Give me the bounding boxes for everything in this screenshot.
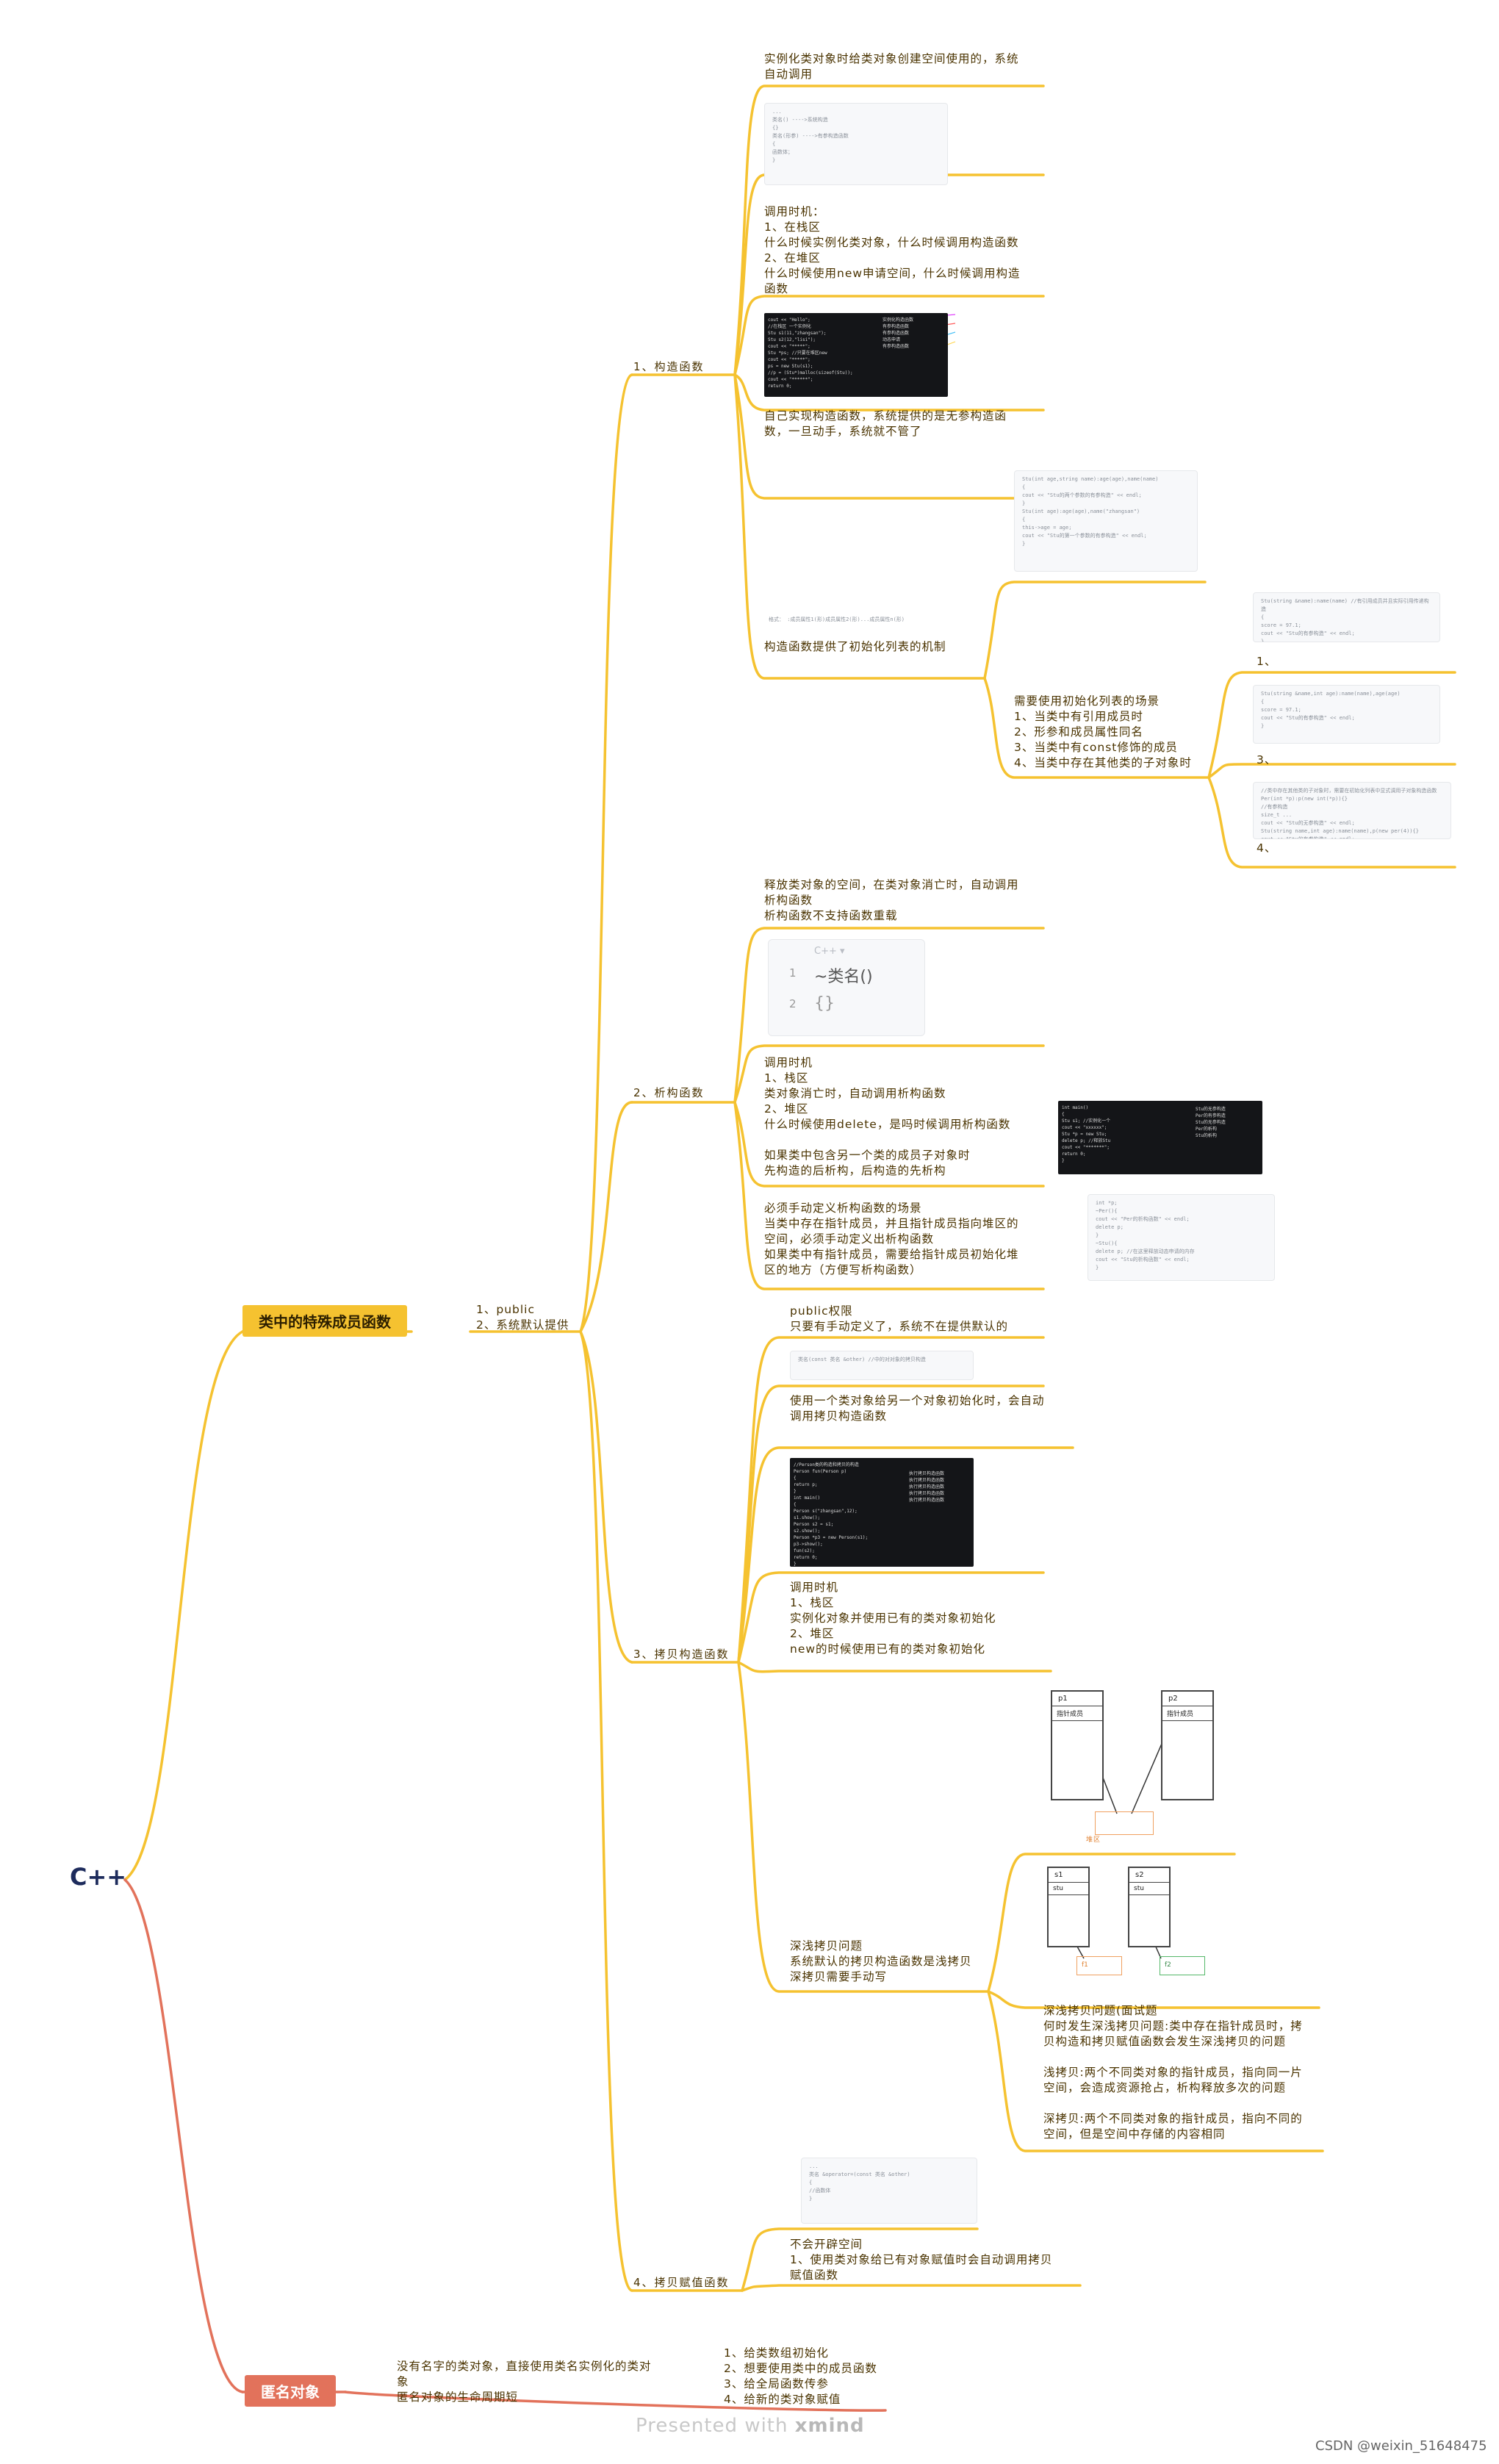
dtor-code-block: C++ ▾ 1 ~类名() 2 {} — [768, 939, 925, 1036]
scene-tag-3: 3、 — [1257, 753, 1277, 766]
diagram2-object-s2: s2 stu — [1128, 1867, 1171, 1947]
dtor-code-line-2: {} — [814, 994, 835, 1013]
dtor-must-define: 必须手动定义析构函数的场景 当类中存在指针成员，并且指针成员指向堆区的 空间，必… — [764, 1202, 1019, 1276]
copy-dark-code: //Person类的构造和拷贝的构造 Person fun(Person p) … — [790, 1458, 974, 1567]
csdn-credit: CSDN @weixin_51648475 — [1315, 2438, 1487, 2454]
diagram1-ptr-member-2: 指针成员 — [1162, 1706, 1212, 1721]
topic-copy-constructor[interactable]: 3、拷贝构造函数 — [633, 1648, 730, 1661]
copy-access: public权限 只要有手动定义了，系统不在提供默认的 — [790, 1304, 1009, 1333]
diagram2-heap-1: f1 — [1076, 1956, 1122, 1975]
ctor-syntax-code: ... 类名() ---->系统构造 {} 类名(形参) ---->有参构造函数… — [764, 103, 948, 185]
diagram1-heap — [1095, 1811, 1154, 1835]
diagram2-object-s1: s1 stu — [1047, 1867, 1090, 1947]
ctor-timing: 调用时机： 1、在栈区 什么时候实例化类对象，什么时候调用构造函数 2、在堆区 … — [764, 205, 1021, 295]
dtor-dark-code: int main() { Stu s1; //实例化一个 cout << "xx… — [1058, 1101, 1262, 1174]
scene-tag-4: 4、 — [1257, 841, 1277, 855]
root-node[interactable]: C++ — [70, 1863, 127, 1891]
dtor-code: int *p; ~Per(){ cout << "Per的析构函数" << en… — [1088, 1194, 1275, 1281]
diagram1-label-p1: p1 — [1052, 1692, 1102, 1706]
anon-description: 没有名字的类对象，直接使用类名实例化的类对 象 匿名对象的生命周期短 — [397, 2360, 652, 2404]
assign-code: ... 类名 &operator=(const 类名 &other) { //函… — [801, 2158, 977, 2224]
ctor-purpose: 实例化类对象时给类对象创建空间使用的，系统 自动调用 — [764, 52, 1019, 81]
ctor-init-code: Stu(int age,string name):age(age),name(n… — [1014, 470, 1198, 572]
copy-shallow-deep: 深浅拷贝问题 系统默认的拷贝构造函数是浅拷贝 深拷贝需要手动写 — [790, 1939, 972, 1983]
diagram1-heap-label: 堆区 — [1086, 1836, 1101, 1844]
init-list-scenes: 需要使用初始化列表的场景 1、当类中有引用成员时 2、形参和成员属性同名 3、当… — [1014, 694, 1192, 769]
diagram2-label-s2: s2 — [1129, 1868, 1169, 1883]
scene-tag-1: 1、 — [1257, 655, 1277, 668]
diagram2-member-s2: stu — [1129, 1883, 1169, 1895]
diagram2-label-s1: s1 — [1049, 1868, 1088, 1883]
diagram1-label-p2: p2 — [1162, 1692, 1212, 1706]
special-note: 1、public 2、系统默认提供 — [476, 1303, 569, 1332]
branch-special-members[interactable]: 类中的特殊成员函数 — [242, 1305, 407, 1337]
diagram2-heap-2: f2 — [1160, 1956, 1205, 1975]
copy-interview: 深浅拷贝问题(面试题 何时发生深浅拷贝问题:类中存在指针成员时，拷 贝构造和拷贝… — [1043, 2004, 1303, 2141]
watermark-brand: xmind — [794, 2415, 865, 2437]
copy-usage: 使用一个类对象给另一个对象初始化时，会自动 调用拷贝构造函数 — [790, 1394, 1045, 1423]
ctor-dark-notes: 实例化构造函数 有参构造函数 有参构造函数 动态申请 有参构造函数 — [882, 317, 914, 349]
scene-code-subobject: //类中存在其他类的子对象时，需要在初始化列表中显式调用子对象构造函数 Per(… — [1253, 782, 1451, 839]
assign-note: 不会开辟空间 1、使用类对象给已有对象赋值时会自动调用拷贝 赋值函数 — [790, 2238, 1053, 2282]
scene-code-const: Stu(string &name,int age):name(name),age… — [1253, 685, 1440, 744]
copy-timing: 调用时机 1、栈区 实例化对象并使用已有的类对象初始化 2、堆区 new的时候使… — [790, 1581, 996, 1656]
dtor-line-num-1: 1 — [789, 966, 797, 980]
diagram1-object-p1: p1 指针成员 — [1051, 1690, 1104, 1800]
ctor-self-impl: 自己实现构造函数，系统提供的是无参构造函 数，一旦动手，系统就不管了 — [764, 409, 1007, 438]
copy-code: 类名(const 类名 &other) //中的对对象的拷贝构造 — [790, 1351, 974, 1380]
copy-dark-notes: 执行拷贝构造函数 执行拷贝构造函数 执行拷贝构造函数 执行拷贝构造函数 执行拷贝… — [909, 1471, 945, 1503]
diagram2-member-s1: stu — [1049, 1883, 1088, 1895]
ctor-dark-code: cout << "Hello"; //在栈区 一个实例化 Stu s1(11,"… — [764, 313, 948, 397]
watermark-pre: Presented with — [636, 2415, 795, 2437]
dtor-code-line-1: ~类名() — [814, 968, 873, 986]
init-list-syntax: 格式： :成员属性1(形)成员属性2(形)...成员属性n(形) — [769, 617, 905, 622]
topic-constructor[interactable]: 1、构造函数 — [633, 360, 705, 373]
diagram1-object-p2: p2 指针成员 — [1161, 1690, 1214, 1800]
dtor-code-lang: C++ ▾ — [814, 946, 845, 957]
scene-code-ref: Stu(string &name):name(name) //有引用成员并且实际… — [1253, 592, 1440, 642]
topic-destructor[interactable]: 2、析构函数 — [633, 1086, 705, 1099]
dtor-purpose: 释放类对象的空间，在类对象消亡时，自动调用 析构函数 析构函数不支持函数重载 — [764, 878, 1019, 922]
diagram1-ptr-member-1: 指针成员 — [1052, 1706, 1102, 1721]
dtor-line-num-2: 2 — [789, 997, 797, 1010]
dtor-timing: 调用时机 1、栈区 类对象消亡时，自动调用析构函数 2、堆区 什么时候使用del… — [764, 1056, 1011, 1177]
init-list-mechanism: 构造函数提供了初始化列表的机制 — [764, 640, 946, 653]
topic-copy-assignment[interactable]: 4、拷贝赋值函数 — [633, 2276, 730, 2289]
anon-uses: 1、给类数组初始化 2、想要使用类中的成员函数 3、给全局函数传参 4、给新的类… — [724, 2346, 877, 2406]
xmind-watermark: Presented with xmind — [636, 2415, 865, 2437]
dtor-dark-notes: Stu的无参构造 Per的有参构造 Stu的无参构造 Per的析构 Stu的析构 — [1196, 1107, 1226, 1138]
branch-anonymous-objects[interactable]: 匿名对象 — [245, 2375, 336, 2407]
